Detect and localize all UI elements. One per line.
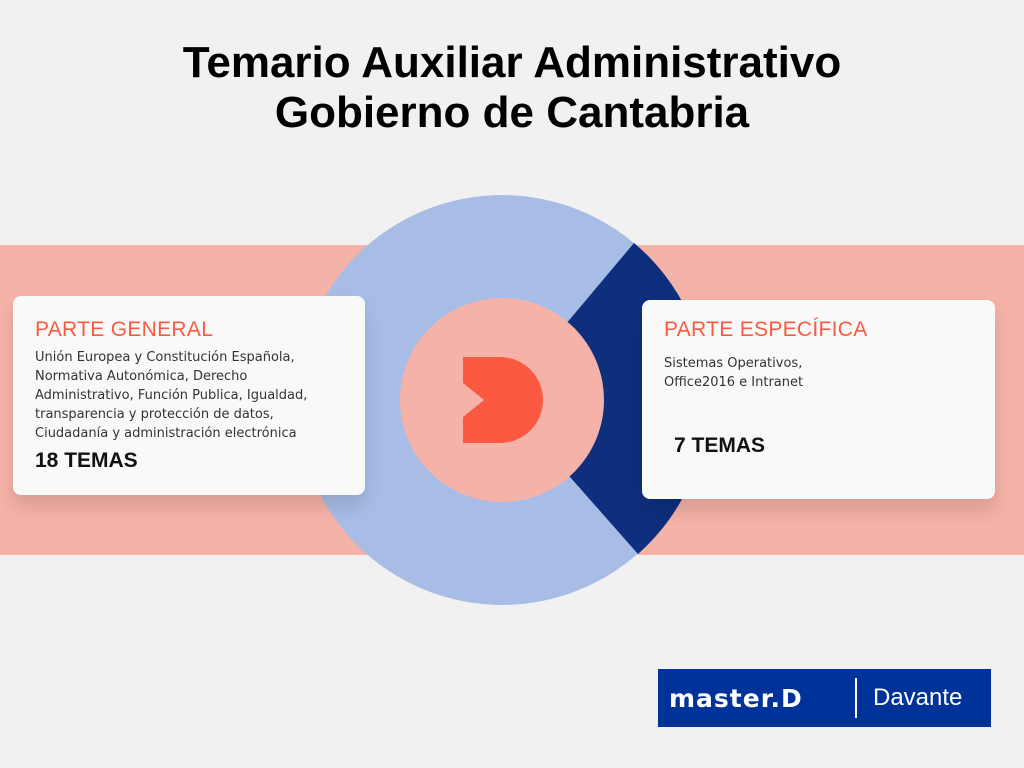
general-heading: PARTE GENERAL [35,318,214,341]
general-line: Unión Europea y Constitución Española, [35,350,295,365]
davante-logo: Davante [873,684,963,711]
card-parte-especifica: PARTE ESPECÍFICA Sistemas Operativos, Of… [642,300,995,499]
general-line: Ciudadanía y administración electrónica [35,426,297,441]
title-line-1: Temario Auxiliar Administrativo [182,38,842,87]
specific-count: 7 TEMAS [674,434,766,457]
general-line: Administrativo, Función Publica, Igualda… [35,388,308,403]
specific-line: Sistemas Operativos, [664,356,803,371]
title-line-2: Gobierno de Cantabria [274,88,750,137]
specific-heading: PARTE ESPECÍFICA [664,318,868,341]
general-line: Normativa Autonómica, Derecho [35,369,248,384]
specific-line: Office2016 e Intranet [664,375,804,390]
card-parte-general: PARTE GENERAL Unión Europea y Constituci… [13,296,365,495]
d-logo-icon [463,357,543,443]
page-title: Temario Auxiliar Administrativo Gobierno… [0,38,1024,138]
masterd-logo: master.D [669,683,803,713]
general-count: 18 TEMAS [35,449,138,472]
brand-logo: master.D Davante [658,669,991,727]
logo-divider [855,678,857,718]
general-line: transparencia y protección de datos, [35,407,274,422]
